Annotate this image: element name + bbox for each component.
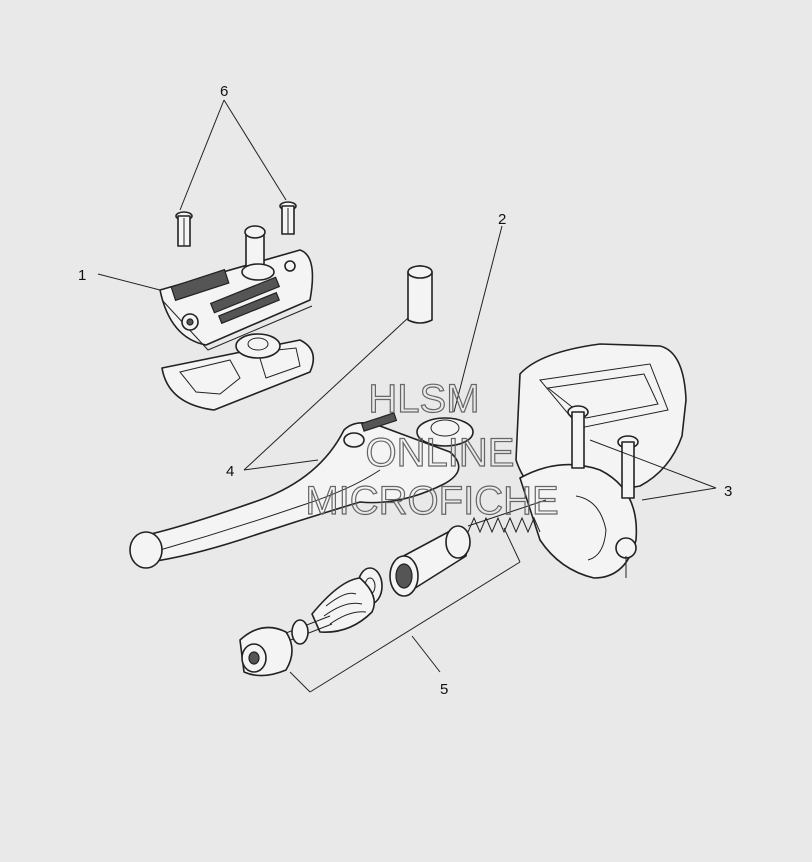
brake-lever	[129, 412, 460, 569]
lever-pivot-pin	[407, 265, 433, 324]
clamp-bolt-1	[567, 405, 589, 469]
cap-diaphragm	[161, 333, 315, 411]
callout-6: 6	[220, 83, 228, 100]
screw-right	[279, 201, 297, 235]
callout-2: 2	[498, 211, 506, 228]
leader-lines	[97, 99, 717, 693]
reservoir-cap	[159, 225, 314, 351]
watermark-line-3: MICROFICHE	[305, 479, 558, 523]
watermark-line-1: HLSM	[368, 377, 479, 421]
callout-3: 3	[724, 483, 732, 500]
screw-left	[175, 211, 193, 247]
piston-kit	[239, 499, 547, 677]
watermark-line-2: ONLINE	[366, 431, 515, 475]
master-cylinder-body	[515, 343, 687, 579]
callout-4: 4	[226, 463, 234, 480]
callout-5: 5	[440, 681, 448, 698]
callout-1: 1	[78, 267, 86, 284]
pivot-bushing	[416, 417, 474, 447]
watermark: HLSM ONLINE MICROFICHE	[305, 376, 560, 523]
